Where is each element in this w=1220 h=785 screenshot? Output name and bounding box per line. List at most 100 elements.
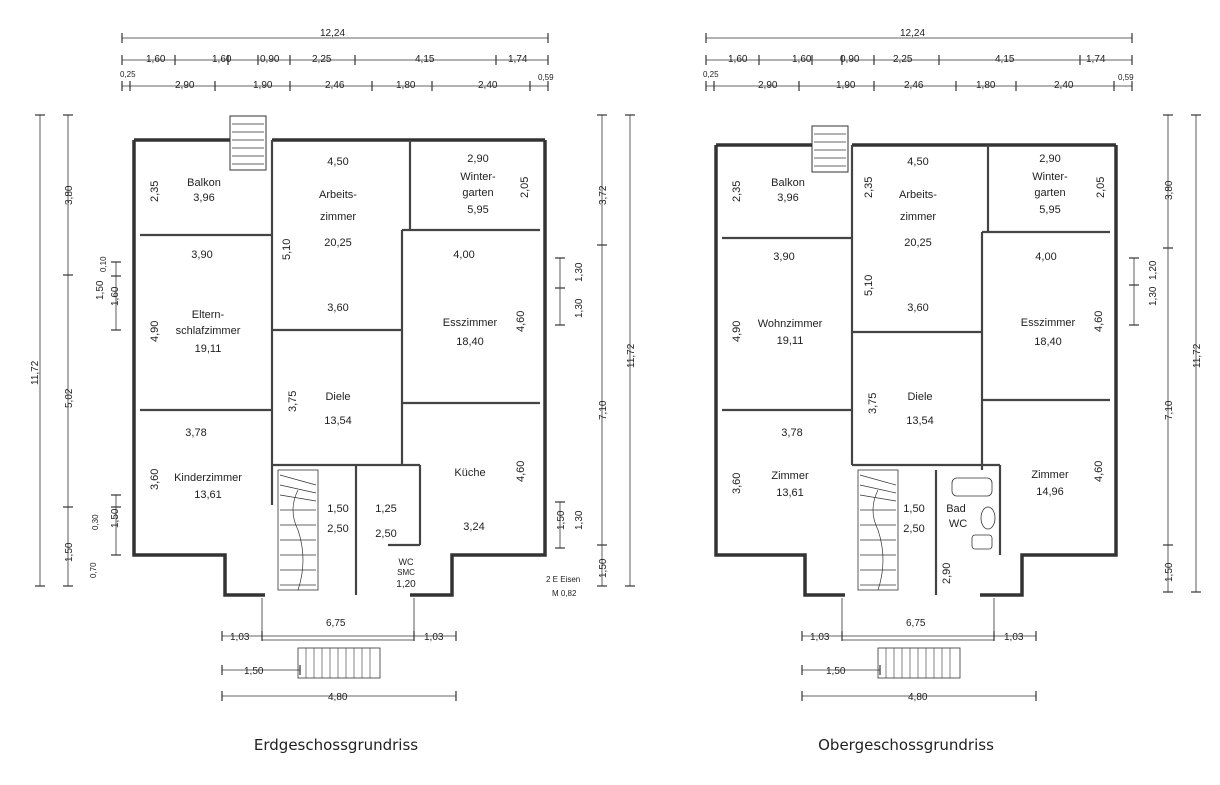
upper-top-r2-left: 0,25 [703, 70, 719, 79]
upper-wintergarten-label-1: Winter- [1032, 171, 1068, 183]
esszimmer-depth: 4,60 [515, 311, 527, 332]
bad-depth: 2,90 [941, 563, 953, 584]
eltern-label-2: schlafzimmer [176, 325, 241, 337]
ground-top-r2-left: 0,25 [120, 70, 136, 79]
esszimmer-width: 4,00 [453, 249, 474, 261]
upper-right-outer-3: 1,50 [1164, 562, 1175, 582]
upper-top-r2-4: 1,80 [976, 80, 996, 91]
arbeitszimmer-depth: 5,10 [281, 239, 293, 260]
kinderzimmer-area: 13,61 [194, 489, 222, 501]
arbeitszimmer-area: 20,25 [324, 237, 352, 249]
upper-arbeitszimmer-depth-1: 2,35 [863, 177, 875, 198]
wintergarten-width: 2,90 [467, 153, 488, 165]
stair-dim-b: 2,50 [327, 523, 348, 535]
upper-wintergarten-label-2: garten [1034, 187, 1065, 199]
wohnzimmer-depth: 4,90 [731, 321, 743, 342]
upper-diele-area: 13,54 [906, 415, 934, 427]
ground-entrance-width: 6,75 [326, 618, 346, 629]
upper-top-r1-4: 2,25 [893, 54, 913, 65]
ground-right-inner-2: 1,30 [574, 298, 585, 318]
upper-top-r1-2: 1,60 [792, 54, 812, 65]
upper-top-r2-right: 0,59 [1118, 73, 1134, 82]
upper-top-r1-6: 1,74 [1086, 54, 1106, 65]
ground-walls [132, 115, 547, 597]
upper-top-dimensions: 12,24 1,60 1,60 0,90 2,25 4,15 1,74 0,25… [703, 28, 1134, 91]
ground-top-r2-3: 2,46 [325, 80, 345, 91]
upper-diele-label: Diele [907, 391, 932, 403]
kinderzimmer-width: 3,78 [185, 427, 206, 439]
ground-top-r1-4: 2,25 [312, 54, 332, 65]
ground-room-labels: Balkon 3,96 2,35 4,50 Arbeits- zimmer 20… [149, 153, 531, 590]
upper-floor-caption: Obergeschossgrundriss [818, 736, 994, 754]
wc-label: WC [399, 557, 414, 567]
ground-left-total: 11,72 [30, 360, 41, 385]
zimmer2-depth: 4,60 [1093, 461, 1105, 482]
zimmer1-label: Zimmer [771, 470, 809, 482]
ground-top-r1-1: 1,60 [146, 54, 166, 65]
upper-stair-dim-b: 2,50 [903, 523, 924, 535]
eltern-depth: 4,90 [149, 321, 161, 342]
ground-left-inner-3: 1,60 [110, 286, 121, 306]
eltern-label-1: Eltern- [192, 309, 225, 321]
upper-top-r1-5: 4,15 [995, 54, 1015, 65]
upper-entrance-width: 6,75 [906, 618, 926, 629]
ground-entrance-right: 1,03 [424, 632, 444, 643]
ground-bottom-total: 4,80 [328, 692, 348, 703]
upper-arbeitszimmer-area: 20,25 [904, 237, 932, 249]
arbeitszimmer-width-2: 3,60 [327, 302, 348, 314]
upper-balkon-area: 3,96 [777, 192, 798, 204]
upper-arbeitszimmer-label-1: Arbeits- [899, 189, 937, 201]
upper-walls [714, 125, 1118, 597]
upper-stair-dim-a: 1,50 [903, 503, 924, 515]
ground-top-r2-1: 2,90 [175, 80, 195, 91]
ground-top-r1-5: 4,15 [415, 54, 435, 65]
ground-entrance: 6,75 1,03 1,03 1,50 4,80 [221, 598, 457, 703]
upper-esszimmer-width: 4,00 [1035, 251, 1056, 263]
ground-top-dimensions: 12,24 1,60 1,60 0,90 2,25 4,15 1,74 0,25… [120, 28, 554, 91]
ground-right-outer-1: 3,72 [598, 185, 609, 205]
wintergarten-area: 5,95 [467, 204, 488, 216]
ground-left-inner-5: 1,50 [110, 508, 121, 528]
ground-note-line2: M 0,82 [552, 589, 577, 598]
upper-top-r2-5: 2,40 [1054, 80, 1074, 91]
upper-diele-depth: 3,75 [867, 393, 879, 414]
ground-left-inner-4: 0,30 [91, 514, 100, 530]
upper-wintergarten-depth: 2,05 [1095, 177, 1107, 198]
ground-floor-plan: 12,24 1,60 1,60 0,90 2,25 4,15 1,74 0,25… [30, 28, 637, 754]
ground-left-inner-2: 1,50 [95, 280, 106, 300]
ground-top-r2-right: 0,59 [538, 73, 554, 82]
ground-top-r2-4: 1,80 [396, 80, 416, 91]
upper-balkon-depth: 2,35 [731, 181, 743, 202]
wintergarten-label-1: Winter- [460, 171, 496, 183]
upper-arbeitszimmer-width: 4,50 [907, 156, 928, 168]
ground-left-inner-1: 0,10 [99, 256, 108, 272]
kinderzimmer-label: Kinderzimmer [174, 472, 242, 484]
upper-right-inner-2: 1,30 [1148, 286, 1159, 306]
ground-right-outer-2: 7,10 [598, 400, 609, 420]
diele-depth: 3,75 [287, 391, 299, 412]
upper-top-r2-2: 1,90 [836, 80, 856, 91]
upper-arbeitszimmer-label-2: zimmer [900, 211, 936, 223]
bad-label: Bad [946, 503, 966, 515]
ground-total-width: 12,24 [320, 28, 345, 39]
zimmer2-area: 14,96 [1036, 486, 1064, 498]
kinderzimmer-depth: 3,60 [149, 469, 161, 490]
ground-floor-caption: Erdgeschossgrundriss [254, 736, 418, 754]
diele-area: 13,54 [324, 415, 352, 427]
upper-top-r2-3: 2,46 [904, 80, 924, 91]
upper-esszimmer-label: Esszimmer [1021, 317, 1076, 329]
upper-right-dimensions: 11,72 3,80 7,10 1,50 1,20 1,30 [1129, 114, 1203, 593]
ground-right-inner-1: 1,30 [574, 262, 585, 282]
upper-arbeitszimmer-depth-2: 5,10 [863, 275, 875, 296]
esszimmer-label: Esszimmer [443, 317, 498, 329]
ground-top-r1-2: 1,60 [212, 54, 232, 65]
wc-sub-label: SMC [397, 568, 415, 577]
zimmer1-depth: 3,60 [731, 473, 743, 494]
wintergarten-label-2: garten [462, 187, 493, 199]
ground-right-inner-3: 1,50 [556, 510, 567, 530]
balkon-label: Balkon [187, 177, 221, 189]
upper-steps-width: 1,50 [826, 666, 846, 677]
upper-arbeitszimmer-width-2: 3,60 [907, 302, 928, 314]
zimmer2-label: Zimmer [1031, 469, 1069, 481]
zimmer1-width: 3,78 [781, 427, 802, 439]
